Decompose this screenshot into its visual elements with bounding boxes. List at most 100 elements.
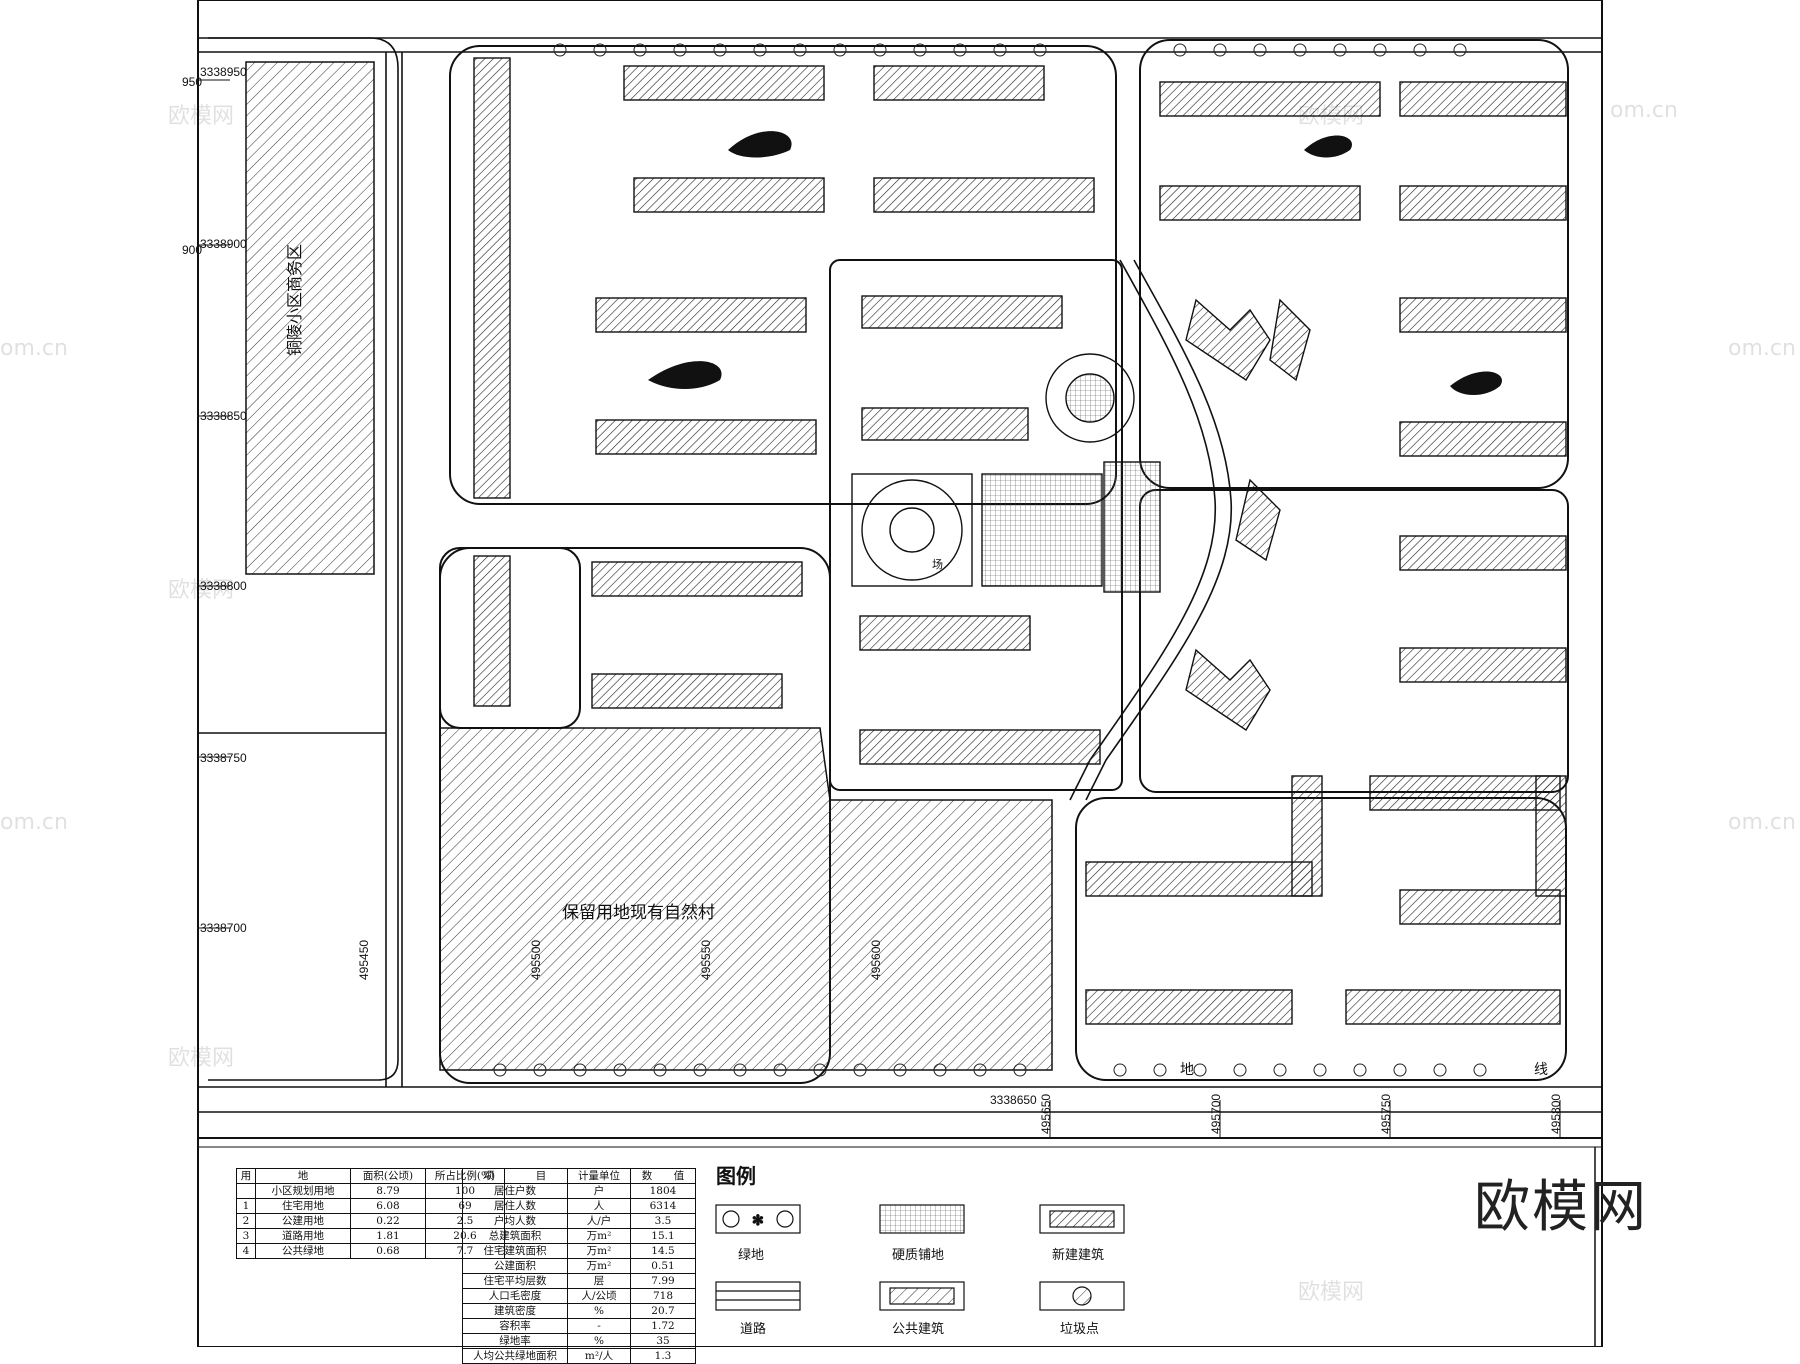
table-cell: 2	[236, 1213, 256, 1229]
table-cell: 1	[236, 1198, 256, 1214]
land-use-header-cell: 地	[255, 1168, 351, 1184]
table-cell: 4	[236, 1243, 256, 1259]
watermark-domain: om.cn	[0, 810, 68, 835]
table-cell: 公建用地	[255, 1213, 351, 1229]
watermark-domain: om.cn	[0, 336, 68, 361]
table-cell: 住宅用地	[255, 1198, 351, 1214]
watermark: 欧模网	[1298, 1280, 1365, 1305]
table-cell: 居住人数	[462, 1198, 568, 1214]
legend-title: 图例	[716, 1164, 756, 1188]
tree-row-top	[493, 43, 1487, 1077]
legend-label-paving: 硬质铺地	[892, 1248, 945, 1263]
land-use-header-cell: 用	[236, 1168, 256, 1184]
table-row: 绿地率%35	[462, 1333, 696, 1349]
table-cell: 户	[567, 1183, 631, 1199]
table-cell: 15.1	[630, 1228, 696, 1244]
legend-swatch-green	[715, 1204, 801, 1234]
table-cell: 0.51	[630, 1258, 696, 1274]
coord-east-8: 495800	[1549, 1094, 1563, 1134]
road-network	[198, 37, 1602, 1113]
tech-header-cell: 项	[462, 1168, 515, 1184]
legend-swatch-garbage	[1039, 1281, 1125, 1311]
commercial-zone-label: 铜陵小区商务区	[285, 244, 304, 356]
table-cell: 住宅平均层数	[462, 1273, 568, 1289]
north-coordinate-labels: 3338950 3338900 3338850 3338800 3338750 …	[200, 65, 1037, 1107]
table-cell: 公共绿地	[255, 1243, 351, 1259]
coord-side-2: 900	[182, 243, 202, 257]
table-cell: 718	[630, 1288, 696, 1304]
table-cell: m²/人	[567, 1348, 631, 1364]
table-cell: 人/户	[567, 1213, 631, 1229]
table-cell: 0.68	[350, 1243, 426, 1259]
table-cell: 8.79	[350, 1183, 426, 1199]
legend-swatches: ✻	[715, 1204, 1125, 1311]
land-use-header-cell: 面积(公顷)	[350, 1168, 426, 1184]
watermark-logo: 欧模网	[1474, 1175, 1648, 1240]
coord-east-6: 495700	[1209, 1094, 1223, 1134]
table-cell: 住宅建筑面积	[462, 1243, 568, 1259]
coord-north-3: 3338850	[200, 409, 247, 423]
table-cell	[236, 1183, 256, 1199]
reserved-village-area	[439, 727, 1053, 1071]
table-cell: 1804	[630, 1183, 696, 1199]
table-cell: 3	[236, 1228, 256, 1244]
legend-label-garbage: 垃圾点	[1060, 1322, 1100, 1337]
table-cell: %	[567, 1333, 631, 1349]
survey-grid-marks	[198, 79, 1561, 1138]
table-cell: 20.7	[630, 1303, 696, 1319]
landscape-ponds	[648, 131, 1502, 395]
watermark-domain: om.cn	[1610, 98, 1678, 123]
coord-east-3: 495550	[699, 940, 713, 980]
tech-header-cell: 计量单位	[567, 1168, 631, 1184]
watermark-domain: om.cn	[1728, 810, 1796, 835]
coord-north-4: 3338800	[200, 579, 247, 593]
boundary-label-left: 地	[1180, 1062, 1194, 1078]
table-cell: 人均公共绿地面积	[462, 1348, 568, 1364]
tech-header-cell: 值	[663, 1168, 696, 1184]
table-cell: -	[567, 1318, 631, 1334]
legend-swatch-new-building	[1039, 1204, 1125, 1234]
table-cell: 建筑密度	[462, 1303, 568, 1319]
table-cell: 6.08	[350, 1198, 426, 1214]
coord-east-4: 495600	[869, 940, 883, 980]
central-plaza	[851, 353, 1161, 593]
watermark: 欧模网	[168, 104, 235, 129]
table-cell: 1.81	[350, 1228, 426, 1244]
table-cell: 1.3	[630, 1348, 696, 1364]
east-coordinate-labels: 495450 495500 495550 495600 495650 49570…	[357, 940, 1563, 1134]
coord-north-5: 3338750	[200, 751, 247, 765]
table-cell: 人/公顷	[567, 1288, 631, 1304]
commercial-zone	[245, 61, 375, 575]
table-cell: 层	[567, 1273, 631, 1289]
table-cell: 14.5	[630, 1243, 696, 1259]
table-cell: 绿地率	[462, 1333, 568, 1349]
table-cell: 小区规划用地	[255, 1183, 351, 1199]
svg-text:✻: ✻	[752, 1213, 764, 1229]
table-cell: 万m²	[567, 1258, 631, 1274]
coord-north-7: 3338650	[990, 1093, 1037, 1107]
table-cell: 1.72	[630, 1318, 696, 1334]
table-cell: 6314	[630, 1198, 696, 1214]
coord-east-2: 495500	[529, 940, 543, 980]
tech-header-cell: 数	[630, 1168, 663, 1184]
legend-label-road: 道路	[740, 1322, 767, 1337]
legend-swatch-public-building	[879, 1281, 965, 1311]
legend-swatch-road	[715, 1281, 801, 1311]
legend-swatch-paving	[879, 1204, 965, 1234]
table-cell: 公建面积	[462, 1258, 568, 1274]
table-cell: %	[567, 1303, 631, 1319]
table-cell: 总建筑面积	[462, 1228, 568, 1244]
boundary-label-right: 线	[1534, 1062, 1548, 1078]
coord-north-1: 3338950	[200, 65, 247, 79]
table-cell: 7.99	[630, 1273, 696, 1289]
